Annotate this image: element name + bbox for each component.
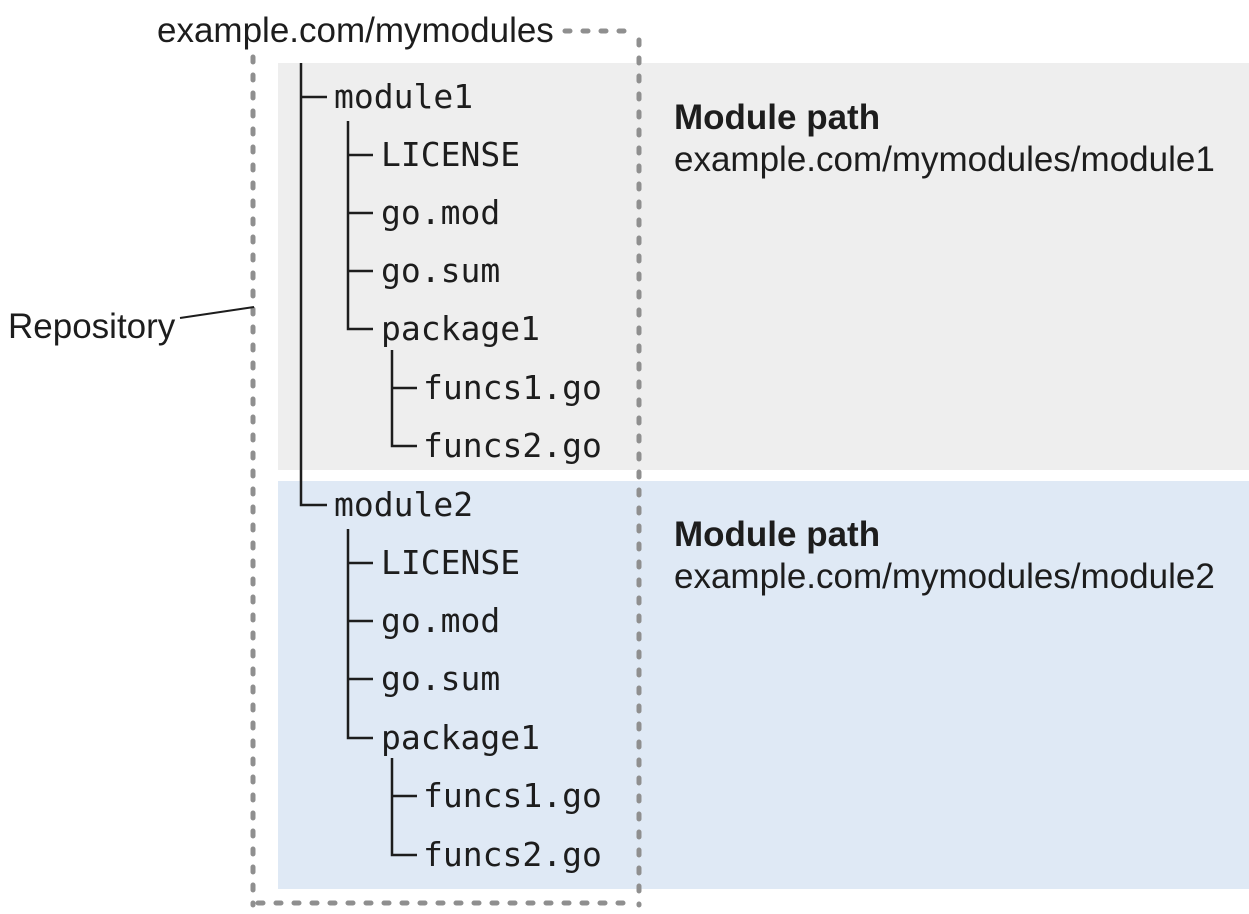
repository-label: Repository: [8, 307, 176, 346]
tree-item-module2-funcs1go: funcs1.go: [423, 776, 602, 815]
module1-path-value: example.com/mymodules/module1: [674, 140, 1215, 179]
tree-item-module1-funcs1go: funcs1.go: [423, 368, 602, 407]
tree-item-module1-package1: package1: [381, 309, 540, 348]
tree-item-module1-funcs2go: funcs2.go: [423, 426, 602, 465]
module2-path-heading: Module path: [674, 515, 881, 554]
tree-item-module2: module2: [334, 485, 474, 524]
tree-item-module2-gosum: go.sum: [381, 659, 501, 698]
repository-pointer-line: [179, 306, 255, 319]
tree-item-module2-package1: package1: [381, 718, 540, 757]
tree-item-module1: module1: [334, 77, 474, 116]
module2-info-block: Module path example.com/mymodules/module…: [674, 514, 1215, 598]
repo-url-label: example.com/mymodules: [157, 11, 554, 50]
module1-info-block: Module path example.com/mymodules/module…: [674, 97, 1215, 181]
tree-item-module2-gomod: go.mod: [381, 601, 501, 640]
module2-path-value: example.com/mymodules/module2: [674, 557, 1215, 596]
tree-item-module2-funcs2go: funcs2.go: [423, 835, 602, 874]
module1-panel: [278, 63, 1249, 470]
tree-item-module2-license: LICENSE: [381, 543, 521, 582]
tree-branch-lines: [299, 63, 417, 857]
module1-path-heading: Module path: [674, 98, 881, 137]
tree-item-module1-gomod: go.mod: [381, 193, 501, 232]
tree-item-module1-gosum: go.sum: [381, 251, 501, 290]
tree-item-module1-license: LICENSE: [381, 135, 521, 174]
module2-panel: [278, 481, 1249, 889]
